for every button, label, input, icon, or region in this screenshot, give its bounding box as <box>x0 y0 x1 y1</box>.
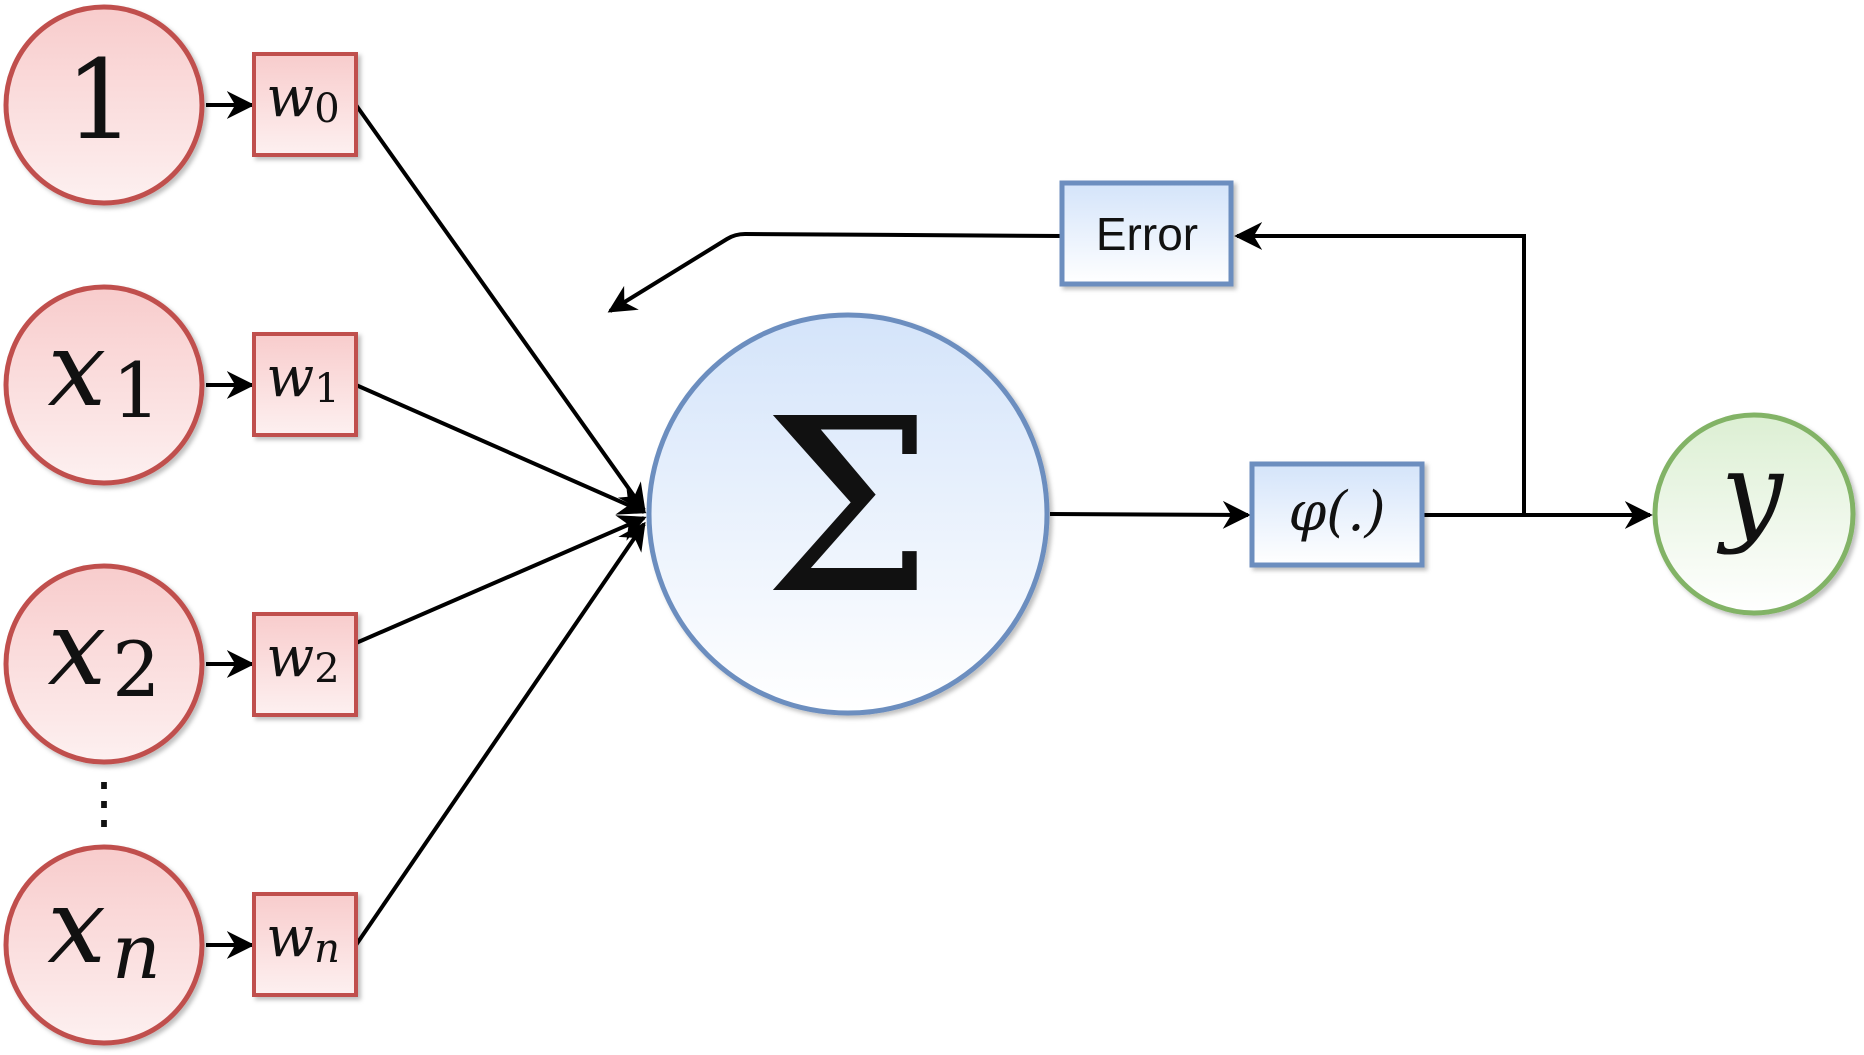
arrow-wn-to-sum <box>354 521 646 947</box>
error-box <box>1059 180 1234 287</box>
weight-box-w1 <box>252 332 358 437</box>
input-node-xn <box>3 844 205 1046</box>
input-label-x1: x1 <box>47 308 160 435</box>
activation-label: φ(.) <box>1288 480 1385 543</box>
output-node <box>1652 412 1856 616</box>
arrow-error-to-weights <box>607 231 1063 313</box>
input-label-bias: 1 <box>65 36 135 164</box>
output-label: y <box>1716 428 1785 556</box>
connections <box>206 91 1653 959</box>
arrow-output-to-error <box>1234 222 1526 515</box>
weight-boxes <box>252 52 358 997</box>
summation-symbol: Σ <box>763 367 933 647</box>
input-node-x2 <box>3 563 205 765</box>
arrow-sum-to-activation <box>1049 500 1251 529</box>
activation-box <box>1249 461 1425 568</box>
weight-box-wn <box>252 892 358 997</box>
error-label: Error <box>1096 208 1198 260</box>
input-label-x2: x2 <box>47 587 160 714</box>
arrow-w2-to-sum <box>355 515 647 645</box>
input-label-xn: xn <box>47 865 161 996</box>
input-node-x1 <box>3 284 205 486</box>
arrow-w1-to-sum <box>355 383 647 515</box>
input-nodes <box>3 4 205 1046</box>
arrow-w0-to-sum <box>354 103 646 513</box>
weight-box-w2 <box>252 612 358 717</box>
summation-node <box>646 312 1050 716</box>
weight-label-w1: w1 <box>266 345 339 412</box>
weight-box-w0 <box>252 52 358 157</box>
weight-label-wn: wn <box>266 905 340 972</box>
input-ellipsis: ⋮ <box>76 771 132 836</box>
weight-label-w2: w2 <box>266 625 339 692</box>
input-node-bias <box>3 4 205 206</box>
weight-label-w0: w0 <box>266 65 339 132</box>
